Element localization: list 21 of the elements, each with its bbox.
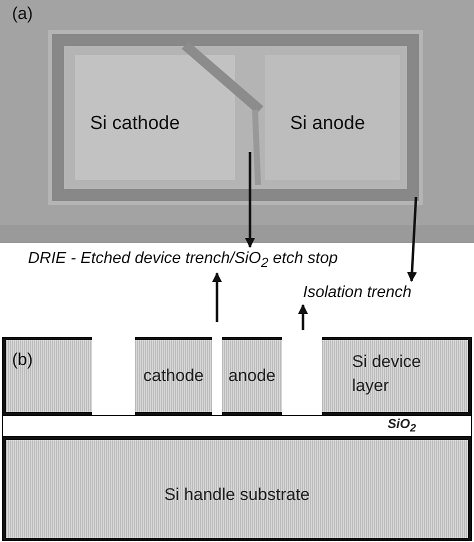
panel-label: (a) xyxy=(12,4,33,24)
arrow xyxy=(245,152,255,248)
arrow xyxy=(212,272,222,322)
anode-block xyxy=(222,337,282,415)
arrow xyxy=(407,196,418,282)
callout-text: Isolation trench xyxy=(303,284,412,302)
callout-text: DRIE - Etched device trench/SiO$_{2}$ etch stop xyxy=(28,250,338,270)
region-label: Si anode xyxy=(290,113,366,135)
panel-label: (b) xyxy=(12,350,33,370)
region-label: Si cathode xyxy=(90,113,180,135)
block-label: Si handle substrate xyxy=(163,485,311,505)
device-layer-block xyxy=(2,337,92,415)
substrate-block xyxy=(2,437,472,541)
oxide-layer xyxy=(2,415,472,437)
cathode-block xyxy=(135,337,212,415)
layer-label: SiO$_{2}$ xyxy=(388,416,416,435)
block-label: cathode xyxy=(142,366,205,386)
block-label: Si device layer xyxy=(352,351,422,397)
block-label: anode xyxy=(227,366,277,386)
arrow xyxy=(298,304,308,330)
device-layer-block xyxy=(322,337,472,415)
